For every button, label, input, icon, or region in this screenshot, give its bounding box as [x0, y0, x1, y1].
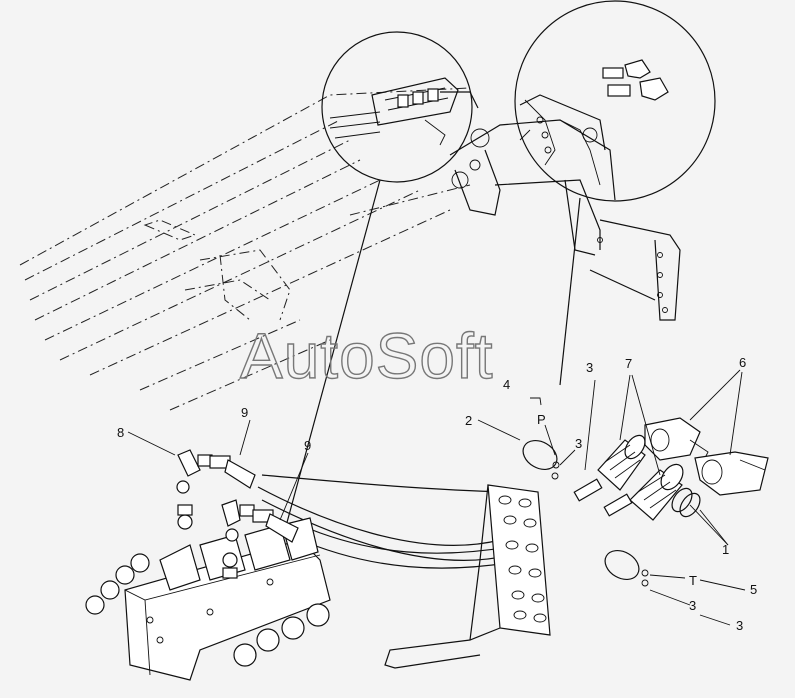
quick-coupler-lower	[603, 463, 684, 521]
hose-clamp-lower	[604, 549, 640, 581]
washer	[552, 461, 560, 469]
elbow-fitting-upper	[176, 449, 256, 530]
hose-clamp-upper	[522, 439, 558, 471]
callout-5: 5	[750, 582, 757, 597]
callout-8: 8	[117, 425, 124, 440]
detail-circle-couplers	[514, 0, 716, 202]
callout-7: 7	[625, 356, 632, 371]
callout-3-bottom: 3	[736, 618, 743, 633]
callout-3-middle: 3	[575, 436, 582, 451]
elbow-fitting-lower	[221, 499, 299, 579]
detail-circle-valve	[321, 31, 473, 183]
o-ring-inner	[679, 492, 701, 518]
washer	[551, 472, 559, 480]
watermark-text: AutoSoft	[240, 320, 494, 392]
leader-line-couplers	[559, 197, 581, 386]
callout-3-lower: 3	[689, 598, 696, 613]
quick-coupler-upper	[573, 434, 646, 502]
callout-2: 2	[465, 413, 472, 428]
port-label-tank: T	[689, 573, 697, 588]
lift-bracket	[440, 91, 681, 321]
tractor-frame	[19, 87, 471, 411]
control-valve-block	[85, 517, 331, 681]
callout-leaders	[127, 369, 746, 626]
callout-9-right: 9	[304, 438, 311, 453]
leader-line-valve	[269, 179, 381, 586]
dust-cap-lower	[694, 451, 769, 496]
washer	[641, 579, 649, 587]
port-label-pressure: P	[537, 412, 546, 427]
callout-9-left: 9	[241, 405, 248, 420]
callout-1: 1	[722, 542, 729, 557]
callout-3-top: 3	[586, 360, 593, 375]
dust-cap-upper	[644, 417, 709, 469]
washer	[641, 569, 649, 577]
callout-4: 4	[503, 377, 510, 392]
bulkhead-plate	[384, 484, 551, 669]
callout-6: 6	[739, 355, 746, 370]
o-ring-outer	[671, 487, 693, 513]
